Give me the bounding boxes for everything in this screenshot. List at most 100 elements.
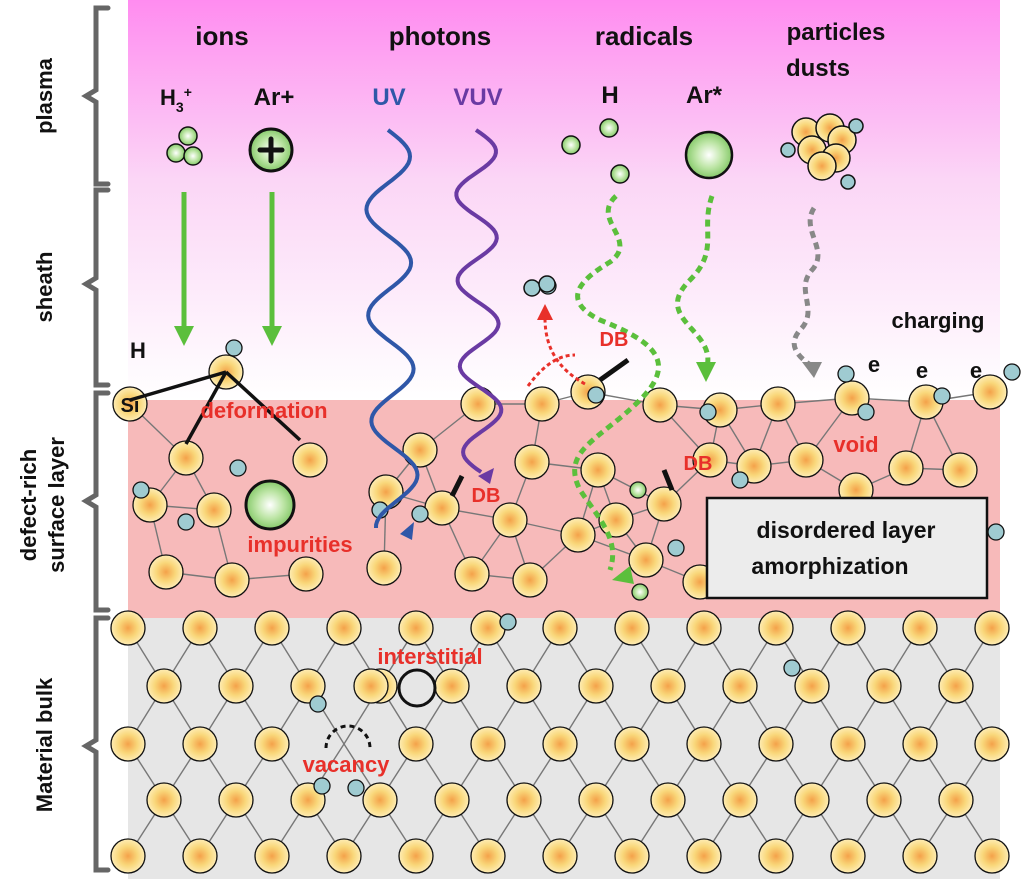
ar-star-icon	[684, 130, 734, 180]
si-atom	[902, 726, 938, 762]
db-label-2: DB	[472, 485, 501, 507]
hydrogen-atom	[309, 695, 327, 713]
interstitial-label: interstitial	[377, 644, 482, 669]
h2-molecule-icon	[523, 275, 556, 297]
ar-ion-icon	[248, 127, 294, 173]
si-atom	[402, 432, 438, 468]
species-h-radical: H	[601, 82, 618, 109]
si-atom	[288, 556, 324, 592]
si-atom	[506, 782, 542, 818]
electron-label-3: e	[970, 358, 982, 383]
si-atom	[326, 838, 362, 874]
si-atom	[866, 782, 902, 818]
si-atom	[168, 440, 204, 476]
si-atom	[218, 668, 254, 704]
si-atom	[254, 726, 290, 762]
hydrogen-atom	[1003, 363, 1021, 381]
db-label-3: DB	[684, 453, 713, 475]
si-atom	[112, 386, 148, 422]
si-atom	[110, 610, 146, 646]
si-atom	[974, 610, 1010, 646]
si-atom	[398, 838, 434, 874]
ion-arrows	[174, 192, 282, 346]
si-atom	[196, 492, 232, 528]
si-atom	[760, 386, 796, 422]
hydrogen-atom	[783, 659, 801, 677]
si-atom	[254, 610, 290, 646]
si-atom	[353, 668, 389, 704]
region-braces	[81, 5, 111, 873]
region-label-sheath: sheath	[32, 252, 57, 323]
si-atom	[628, 542, 664, 578]
si-atom	[830, 726, 866, 762]
hydrogen-atom	[177, 513, 195, 531]
si-atom	[470, 726, 506, 762]
species-ar-ion: Ar+	[254, 84, 295, 111]
dust-arrowhead	[802, 362, 822, 378]
si-atom	[492, 502, 528, 538]
region-label-surface-1: defect-rich	[16, 449, 41, 561]
species-uv: UV	[372, 84, 405, 111]
si-atom	[614, 726, 650, 762]
si-atom	[974, 838, 1010, 874]
charging-label: charging	[892, 308, 985, 333]
si-atom	[398, 726, 434, 762]
si-atom	[758, 726, 794, 762]
vuv-arrowhead	[478, 468, 494, 484]
si-atom-label: Si	[121, 395, 140, 417]
h3-ion-icon	[166, 126, 203, 166]
si-atom	[454, 556, 490, 592]
si-atom	[514, 444, 550, 480]
si-atom	[942, 452, 978, 488]
si-atom	[512, 562, 548, 598]
disordered-layer-box	[705, 496, 989, 600]
si-atom	[614, 610, 650, 646]
si-atom	[580, 452, 616, 488]
hydrogen-atom	[837, 365, 855, 383]
category-dusts: dusts	[786, 55, 850, 82]
void-label: void	[833, 432, 878, 457]
impurity-atom	[244, 479, 296, 531]
electron-label-1: e	[868, 352, 880, 377]
si-atom	[686, 610, 722, 646]
si-atom	[938, 668, 974, 704]
dust-particle-icon	[780, 113, 864, 190]
si-atom	[182, 838, 218, 874]
si-atom	[866, 668, 902, 704]
desorption-arrowhead	[537, 304, 553, 320]
hydrogen-atom	[411, 505, 429, 523]
si-atom	[434, 668, 470, 704]
si-atom	[182, 610, 218, 646]
region-label-bulk: Material bulk	[32, 677, 57, 812]
hydrogen-atom	[731, 471, 749, 489]
si-atom	[578, 782, 614, 818]
si-atom	[146, 668, 182, 704]
si-atom	[214, 562, 250, 598]
desorption-path-2	[526, 353, 576, 387]
si-atom	[974, 726, 1010, 762]
si-atom	[902, 838, 938, 874]
si-atom	[326, 610, 362, 646]
si-atom	[110, 838, 146, 874]
species-ar-star: Ar*	[686, 82, 723, 109]
impurities-label: impurities	[247, 532, 352, 557]
hydrogen-atom	[987, 523, 1005, 541]
desorption-path	[543, 317, 586, 386]
si-atom	[646, 486, 682, 522]
db-label-1: DB	[600, 329, 629, 351]
si-atom	[830, 838, 866, 874]
si-atom	[888, 450, 924, 486]
plasma-region	[128, 0, 1000, 400]
si-atom	[794, 782, 830, 818]
si-atom	[722, 668, 758, 704]
category-ions: ions	[195, 21, 248, 51]
si-atom	[642, 387, 678, 423]
species-vuv: VUV	[453, 84, 502, 111]
category-radicals: radicals	[595, 21, 693, 51]
si-atom	[972, 374, 1008, 410]
si-atom	[794, 668, 830, 704]
hydrogen-atom	[499, 613, 517, 631]
hydrogen-atom	[347, 779, 365, 797]
si-atom	[506, 668, 542, 704]
